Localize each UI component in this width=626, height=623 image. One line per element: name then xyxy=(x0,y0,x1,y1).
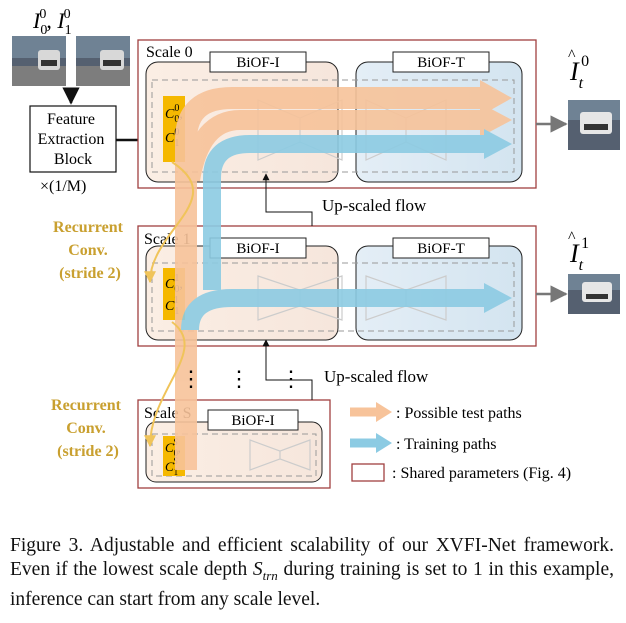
train-path-scale1 xyxy=(181,289,484,331)
train-path-scale1-to-0 xyxy=(203,135,484,290)
feature-block-label: Feature Extraction Block xyxy=(38,111,109,168)
diagram: I00, I10 Feature Extraction Block ×(1/M)… xyxy=(12,7,620,489)
legend-swatch-shared xyxy=(351,463,385,482)
scale-1-biofi-label: BiOF-I xyxy=(236,241,279,257)
test-path-arrowhead-mid xyxy=(480,103,512,137)
ellipsis-3: ⋮ xyxy=(280,366,302,391)
output-image-0 xyxy=(568,100,620,150)
input-label: I00, I10 xyxy=(32,7,72,38)
recurrent-arrow-2 xyxy=(144,321,186,448)
scale-0-label: Scale 0 xyxy=(146,44,193,61)
train-path-arrowhead-scale1 xyxy=(484,283,512,313)
output-hat-1: ^ xyxy=(568,229,576,246)
output-label-0: It0 xyxy=(569,53,589,92)
scale-0-biofi-tag xyxy=(209,51,307,73)
figure-caption: Figure 3. Adjustable and efficient scala… xyxy=(10,535,614,610)
recurrent-label-2: Recurrent Conv. (stride 2) xyxy=(51,397,125,460)
legend-label-train: : Training paths xyxy=(396,436,496,453)
feature-scale-label: ×(1/M) xyxy=(40,178,86,195)
upscaled-flow-label-1: Up-scaled flow xyxy=(322,196,427,215)
recurrent-arrow-1 xyxy=(144,161,195,284)
train-path-arrowhead-scale0 xyxy=(484,129,512,159)
input-frame-images xyxy=(12,36,130,86)
scale-0-dashed-region xyxy=(151,79,515,173)
scale-1-dashed-region xyxy=(151,262,515,332)
test-path-scale1-to-0 xyxy=(180,110,480,182)
test-path-arrowhead-top xyxy=(480,80,512,116)
scale-0-bioft-label: BiOF-T xyxy=(417,55,465,71)
output-hat-0: ^ xyxy=(568,47,576,64)
scale-0-biofi-label: BiOF-I xyxy=(236,55,279,71)
feature-extraction-block xyxy=(29,105,117,173)
scale-s-dashed-region xyxy=(151,433,317,477)
legend: : Possible test paths : Training paths :… xyxy=(350,402,571,482)
upscaled-flow-arrow-1 xyxy=(262,173,313,226)
upscaled-flow-arrow-2 xyxy=(262,339,313,400)
output-image-1 xyxy=(568,274,620,314)
scale-s-biofi-label: BiOF-I xyxy=(231,413,274,429)
recurrent-label-1: Recurrent Conv. (stride 2) xyxy=(53,219,127,282)
ellipsis-2: ⋮ xyxy=(228,366,250,391)
legend-swatch-test-head xyxy=(376,402,392,422)
output-label-1: It1 xyxy=(569,235,589,274)
scale-0-bioft-tag xyxy=(392,51,490,73)
scale-s-unet-shape xyxy=(249,439,311,471)
legend-label-shared: : Shared parameters (Fig. 4) xyxy=(392,465,571,482)
scale-1-bioft-tag xyxy=(392,237,490,259)
scale-1-bioft-label: BiOF-T xyxy=(417,241,465,257)
scale-s-biofi-tag xyxy=(207,409,299,431)
legend-swatch-train-head xyxy=(376,433,392,453)
legend-label-test: : Possible test paths xyxy=(396,405,522,422)
upscaled-flow-label-2: Up-scaled flow xyxy=(324,367,429,386)
test-path-scale-s-to-0 xyxy=(175,87,480,470)
ellipsis-1: ⋮ xyxy=(180,366,202,391)
